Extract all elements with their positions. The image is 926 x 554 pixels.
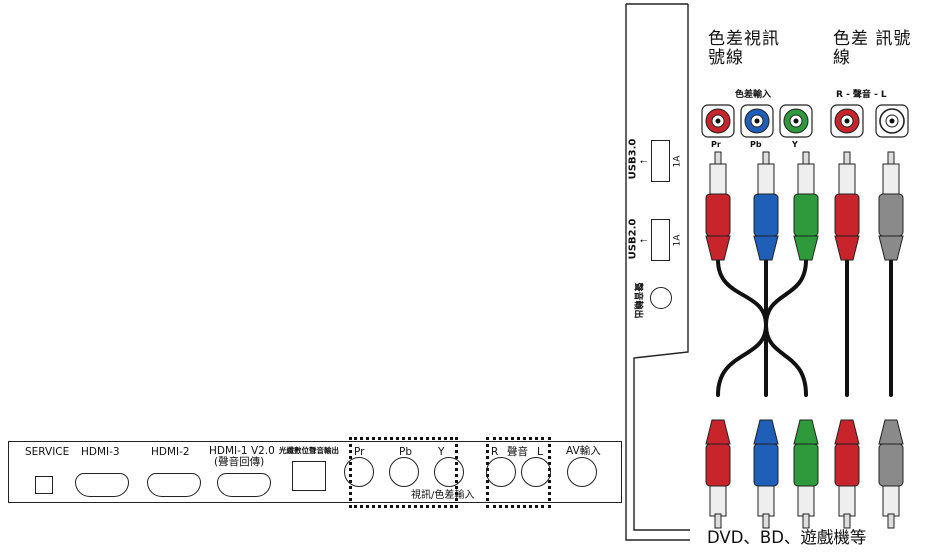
optical-label: 光纖數位聲音輸出 <box>279 446 339 455</box>
pb-jack <box>389 457 419 487</box>
y-label: Y <box>438 446 445 458</box>
bottom-plugs <box>705 419 904 529</box>
usb2-port <box>651 219 670 261</box>
jack-y <box>779 104 813 138</box>
service-label: SERVICE <box>25 446 70 458</box>
y-jack <box>434 457 464 487</box>
combined-input-label: 視訊/色差輸入 <box>411 490 475 501</box>
jack-pb-label: Pb <box>750 140 762 149</box>
audio-mid-label: 聲音 <box>507 446 528 458</box>
usb2-icon: ⭠ <box>640 236 648 246</box>
usb3-port <box>651 140 670 182</box>
audio-out-label: 聲音輸出 <box>632 282 643 319</box>
jack-pb <box>740 104 774 138</box>
hdmi2-label: HDMI-2 <box>151 446 190 458</box>
pr-label: Pr <box>354 446 365 458</box>
pr-jack <box>344 457 374 487</box>
component-audio-title: 色差 訊號線 <box>833 29 912 68</box>
top-plugs <box>705 151 904 261</box>
plug-pb-top <box>753 151 779 261</box>
audio-l-label: L <box>537 446 543 458</box>
hdmi3-label: HDMI-3 <box>81 446 120 458</box>
plug-audio-r-bottom <box>834 419 860 529</box>
usb3-rating: 1A <box>672 155 683 168</box>
usb3-label: USB3.0 <box>627 138 639 180</box>
jack-y-label: Y <box>792 140 798 149</box>
plug-audio-l-bottom <box>878 419 904 529</box>
plug-pb-bottom <box>753 419 779 529</box>
jack-pr-label: Pr <box>711 140 721 149</box>
hdmi1-port <box>217 473 271 497</box>
optical-port <box>292 461 326 491</box>
service-port <box>35 476 53 494</box>
plug-y-bottom <box>793 419 819 529</box>
cords <box>716 258 893 397</box>
jack-audio-l <box>875 104 909 138</box>
usb2-rating: 1A <box>672 234 683 247</box>
side-panel-outline <box>625 3 690 541</box>
hdmi1-sub-label: (聲音回傳) <box>214 456 265 468</box>
audio-r-label: R <box>491 446 499 458</box>
av-input-jack <box>567 457 597 487</box>
hdmi2-port <box>147 473 201 497</box>
av-input-label: AV輸入 <box>566 445 601 457</box>
audio-out-jack <box>650 287 672 309</box>
jack-audio-r <box>830 104 864 138</box>
audio-l-jack <box>521 457 551 487</box>
audio-input-label: R - 聲音 - L <box>836 90 887 100</box>
rear-panel <box>8 441 622 503</box>
audio-r-jack <box>486 457 516 487</box>
hdmi1-label: HDMI-1 V2.0 <box>209 445 275 457</box>
pb-label: Pb <box>399 446 412 458</box>
usb3-icon: ⭠ <box>640 157 648 167</box>
plug-pr-top <box>705 151 731 261</box>
component-video-title: 色差視訊號線 <box>708 29 780 68</box>
plug-y-top <box>793 151 819 261</box>
jack-pr <box>701 104 735 138</box>
cable-illustration <box>705 151 904 529</box>
plug-pr-bottom <box>705 419 731 529</box>
hdmi3-port <box>75 473 129 497</box>
plug-audio-l-top <box>878 151 904 261</box>
component-input-label: 色差輸入 <box>735 90 772 100</box>
plug-audio-r-top <box>834 151 860 261</box>
device-label: DVD、BD、遊戲機等 <box>707 528 867 547</box>
device-jacks <box>701 104 909 138</box>
usb2-label: USB2.0 <box>627 218 639 260</box>
